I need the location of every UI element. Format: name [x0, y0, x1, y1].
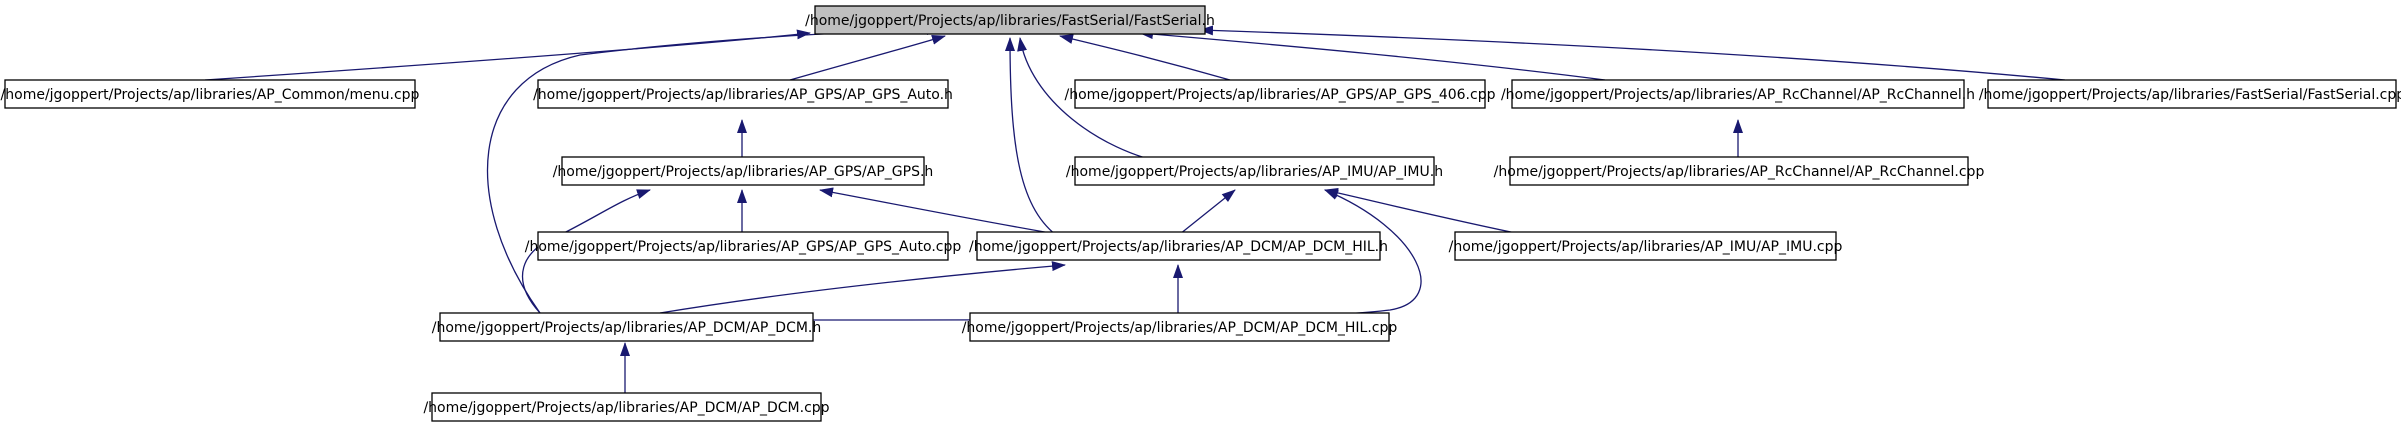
node-box: [1987, 79, 2397, 109]
node-fastserial-cpp[interactable]: /home/jgoppert/Projects/ap/libraries/Fas…: [1979, 79, 2401, 109]
node-label: /home/jgoppert/Projects/ap/libraries/AP_…: [1501, 87, 1975, 103]
edge-dcm-hil-h-to-imu-h: [1174, 189, 1236, 239]
node-label: /home/jgoppert/Projects/ap/libraries/AP_…: [432, 320, 822, 336]
node-imu-cpp[interactable]: /home/jgoppert/Projects/ap/libraries/AP_…: [1449, 231, 1843, 261]
edge-dcm-hil-h-to-gps-h: [819, 187, 1081, 239]
node-box: [976, 231, 1381, 261]
node-box: [1509, 156, 1969, 186]
node-rcchannel-cpp[interactable]: /home/jgoppert/Projects/ap/libraries/AP_…: [1494, 156, 1985, 186]
node-dcm-hil-cpp[interactable]: /home/jgoppert/Projects/ap/libraries/AP_…: [962, 312, 1398, 342]
edge-fastserial-cpp-to-fastserial-h: [1199, 25, 2066, 81]
node-gps-406-cpp[interactable]: /home/jgoppert/Projects/ap/libraries/AP_…: [1065, 79, 1496, 109]
edge-menu-cpp-to-fastserial-h: [204, 29, 811, 81]
node-label: /home/jgoppert/Projects/ap/libraries/AP_…: [1, 87, 420, 103]
node-label: /home/jgoppert/Projects/ap/libraries/Fas…: [805, 13, 1215, 29]
node-dcm-h[interactable]: /home/jgoppert/Projects/ap/libraries/AP_…: [432, 312, 822, 342]
node-label: /home/jgoppert/Projects/ap/libraries/AP_…: [1449, 239, 1843, 255]
node-box: [1454, 231, 1837, 261]
node-gps-auto-cpp[interactable]: /home/jgoppert/Projects/ap/libraries/AP_…: [525, 231, 962, 261]
node-gps-h[interactable]: /home/jgoppert/Projects/ap/libraries/AP_…: [553, 156, 934, 186]
node-box: [1074, 156, 1435, 186]
nodes: /home/jgoppert/Projects/ap/libraries/Fas…: [1, 5, 2401, 422]
node-label: /home/jgoppert/Projects/ap/libraries/AP_…: [969, 239, 1388, 255]
edge-imu-cpp-to-imu-h: [1324, 187, 1541, 239]
node-label: /home/jgoppert/Projects/ap/libraries/AP_…: [1065, 87, 1496, 103]
node-label: /home/jgoppert/Projects/ap/libraries/AP_…: [962, 320, 1398, 336]
node-box: [561, 156, 925, 186]
node-box: [1511, 79, 1965, 109]
node-box: [1074, 79, 1486, 109]
node-box: [969, 312, 1390, 342]
node-label: /home/jgoppert/Projects/ap/libraries/AP_…: [533, 87, 953, 103]
node-box: [814, 5, 1206, 35]
edge-gps-406-cpp-to-fastserial-h: [1059, 34, 1231, 81]
node-rcchannel-h[interactable]: /home/jgoppert/Projects/ap/libraries/AP_…: [1501, 79, 1975, 109]
node-box: [537, 79, 949, 109]
node-label: /home/jgoppert/Projects/ap/libraries/AP_…: [1494, 164, 1985, 180]
node-label: /home/jgoppert/Projects/ap/libraries/AP_…: [1066, 164, 1443, 180]
node-label: /home/jgoppert/Projects/ap/libraries/AP_…: [553, 164, 934, 180]
node-fastserial-h[interactable]: /home/jgoppert/Projects/ap/libraries/Fas…: [805, 5, 1215, 35]
node-menu-cpp[interactable]: /home/jgoppert/Projects/ap/libraries/AP_…: [1, 79, 420, 109]
edge-gps-auto-h-to-fastserial-h: [789, 34, 946, 81]
node-label: /home/jgoppert/Projects/ap/libraries/Fas…: [1979, 87, 2401, 103]
node-box: [537, 231, 949, 261]
node-label: /home/jgoppert/Projects/ap/libraries/AP_…: [423, 400, 829, 416]
edge-dcm-h-to-dcm-hil-h: [659, 261, 1066, 314]
node-label: /home/jgoppert/Projects/ap/libraries/AP_…: [525, 239, 962, 255]
edge-dcm-hil-h-to-fastserial-h: [1005, 37, 1061, 239]
node-box: [431, 392, 822, 422]
node-imu-h[interactable]: /home/jgoppert/Projects/ap/libraries/AP_…: [1066, 156, 1443, 186]
node-dcm-cpp[interactable]: /home/jgoppert/Projects/ap/libraries/AP_…: [423, 392, 830, 422]
node-box: [4, 79, 416, 109]
node-gps-auto-h[interactable]: /home/jgoppert/Projects/ap/libraries/AP_…: [533, 79, 953, 109]
node-box: [439, 312, 814, 342]
node-dcm-hil-h[interactable]: /home/jgoppert/Projects/ap/libraries/AP_…: [969, 231, 1388, 261]
edge-rcchannel-h-to-fastserial-h: [1139, 29, 1606, 81]
